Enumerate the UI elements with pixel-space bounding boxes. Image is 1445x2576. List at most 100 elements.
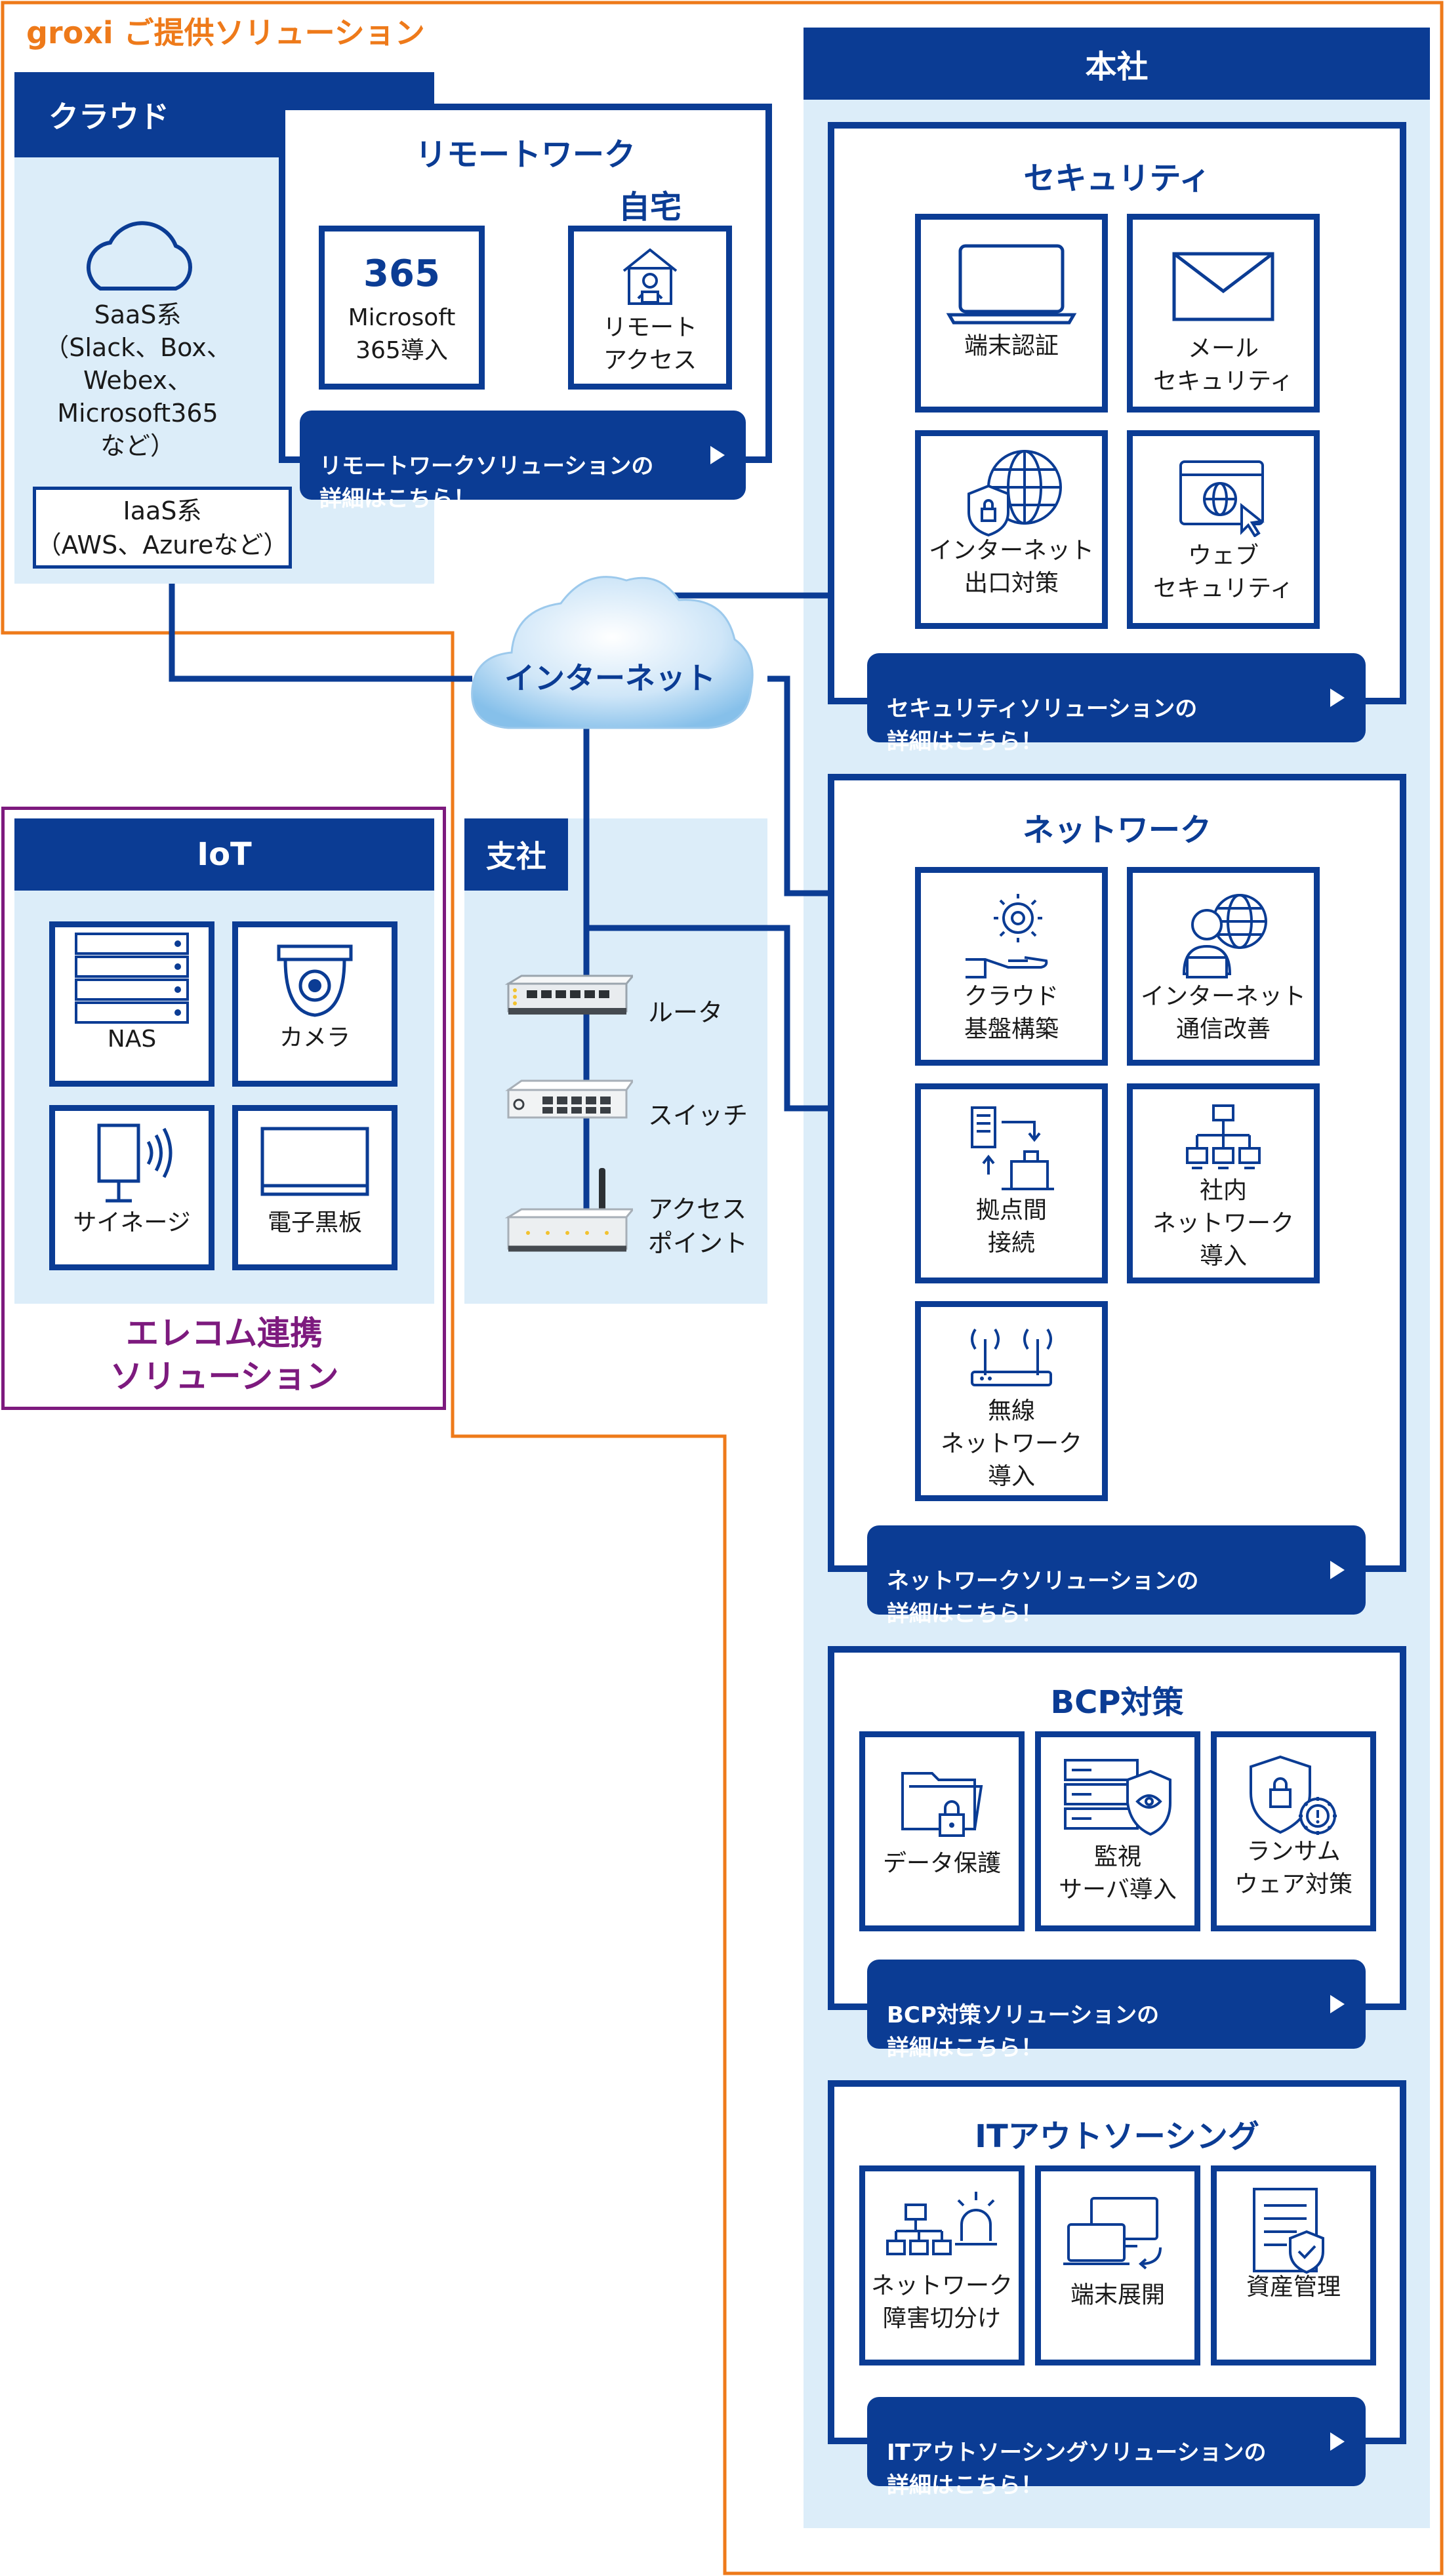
iot-label-signage: サイネージ [73,1209,191,1236]
elecom-label: エレコム連携 ソリューション [110,1314,339,1396]
security-tile-internet-exit[interactable]: インターネット 出口対策 [915,430,1108,629]
security-label-web: ウェブ セキュリティ [1153,542,1293,602]
network-label-inter-site: 拠点間 接続 [975,1197,1047,1257]
internet-label: インターネット [504,660,716,696]
itout-link[interactable]: ITアウトソーシングソリューションの 詳細はこちら！ [867,2397,1366,2499]
switch-label: スイッチ [648,1101,748,1130]
laptop-icon [946,244,1077,325]
device-deploy-icon [1063,2197,1162,2270]
groxi-label: groxi ご提供ソリューション [26,15,425,50]
access-point-icon [504,1168,633,1252]
security-title: セキュリティ [1023,160,1211,197]
mail-icon [1172,252,1274,321]
security-tile-mail[interactable]: メール セキュリティ [1127,214,1320,413]
security-tile-web[interactable]: ウェブ セキュリティ [1127,430,1320,629]
arrow-right-icon [1330,1995,1345,2013]
iot-boundary [1,807,446,1410]
router-label: ルータ [648,998,723,1027]
iot-nas-tile[interactable]: NAS [49,921,214,1087]
remote-access-tile[interactable]: リモート アクセス [568,226,732,390]
itout-link-text: ITアウトソーシングソリューションの 詳細はこちら！ [887,2440,1267,2499]
shield-gear-icon [1250,1755,1337,1835]
itout-title: ITアウトソーシング [975,2118,1259,2155]
m365-number: 365 [363,252,440,295]
network-tile-wireless[interactable]: 無線 ネットワーク 導入 [915,1301,1108,1501]
bcp-link[interactable]: BCP対策ソリューションの 詳細はこちら！ [867,1960,1366,2061]
network-label-lan: 社内 ネットワーク 導入 [1152,1177,1294,1270]
hq-header: 本社 [804,28,1430,100]
itout-tile-asset[interactable]: 資産管理 [1211,2165,1376,2365]
m365-tile[interactable]: 365 Microsoft 365導入 [319,226,485,390]
camera-icon [277,944,353,1017]
network-tree-icon [1186,1104,1261,1169]
nas-icon [75,933,189,1024]
server-eye-icon [1064,1759,1171,1836]
network-link[interactable]: ネットワークソリューションの 詳細はこちら！ [867,1525,1366,1627]
network-label-wireless: 無線 ネットワーク 導入 [940,1398,1082,1490]
internet-user-icon [1182,894,1267,978]
signage-icon [97,1123,173,1203]
itout-label-asset: 資産管理 [1246,2274,1341,2301]
remote-work-link-text: リモートワークソリューションの 詳細はこちら！ [319,453,654,512]
branch-header: 支社 [464,818,568,891]
remote-work-title: リモートワーク [415,136,636,173]
arrow-right-icon [710,446,725,464]
iot-camera-tile[interactable]: カメラ [232,921,397,1087]
itout-label-fault: ネットワーク 障害切分け [870,2272,1013,2332]
wifi-router-icon [971,1328,1052,1386]
internet-cloud-icon [471,576,754,729]
network-tile-inter-site[interactable]: 拠点間 接続 [915,1083,1108,1283]
access-point-label: アクセス ポイント [648,1195,748,1258]
network-tile-internet-improve[interactable]: インターネット 通信改善 [1127,867,1320,1066]
itout-tile-deploy[interactable]: 端末展開 [1035,2165,1200,2365]
iot-whiteboard-tile[interactable]: 電子黒板 [232,1105,397,1270]
remote-access-label: リモート アクセス [602,314,697,374]
switch-icon [505,1079,633,1119]
home-label: 自宅 [618,189,682,226]
network-tile-lan[interactable]: 社内 ネットワーク 導入 [1127,1083,1320,1283]
remote-access-icon [622,248,678,305]
bcp-tile-data-protect[interactable]: データ保護 [859,1731,1025,1931]
security-label-internet-exit: インターネット 出口対策 [928,537,1094,597]
folder-lock-icon [901,1772,983,1837]
network-link-text: ネットワークソリューションの 詳細はこちら！ [887,1568,1199,1627]
security-label-device-auth: 端末認証 [964,332,1059,359]
iot-label-nas: NAS [107,1026,157,1053]
bcp-label-ransom: ランサム ウェア対策 [1234,1838,1353,1898]
bcp-tile-ransom[interactable]: ランサム ウェア対策 [1211,1731,1376,1931]
network-title: ネットワーク [1022,812,1211,849]
iot-label-whiteboard: 電子黒板 [267,1209,362,1236]
network-label-cloud-infra: クラウド 基盤構築 [964,983,1059,1043]
bcp-label-monitor: 監視 サーバ導入 [1059,1843,1177,1903]
iot-header: IoT [14,818,434,891]
network-tile-cloud-infra[interactable]: クラウド 基盤構築 [915,867,1108,1066]
iaas-box: IaaS系 （AWS、Azureなど） [33,487,292,569]
bcp-label-data-protect: データ保護 [882,1850,1001,1877]
inter-site-icon [971,1106,1054,1190]
m365-label: Microsoft 365導入 [348,304,456,364]
cloud-infra-icon [966,894,1048,978]
bcp-title: BCP対策 [1050,1684,1184,1721]
security-link[interactable]: セキュリティソリューションの 詳細はこちら！ [867,653,1366,755]
security-link-text: セキュリティソリューションの 詳細はこちら！ [887,696,1198,755]
remote-work-link[interactable]: リモートワークソリューションの 詳細はこちら！ [300,411,746,512]
network-alert-icon [886,2192,997,2255]
globe-shield-icon [967,450,1062,537]
arrow-right-icon [1330,2432,1345,2451]
web-security-icon [1179,460,1265,537]
iot-label-camera: カメラ [279,1024,350,1051]
itout-tile-fault[interactable]: ネットワーク 障害切分け [859,2165,1025,2365]
document-check-icon [1253,2188,1324,2274]
security-label-mail: メール セキュリティ [1153,335,1293,395]
bcp-tile-monitor[interactable]: 監視 サーバ導入 [1035,1731,1200,1931]
bcp-link-text: BCP対策ソリューションの 詳細はこちら！ [887,2002,1160,2061]
cloud-icon [86,221,192,291]
arrow-right-icon [1330,689,1345,707]
security-tile-device-auth[interactable]: 端末認証 [915,214,1108,413]
network-label-internet-improve: インターネット 通信改善 [1140,983,1306,1043]
iot-signage-tile[interactable]: サイネージ [49,1105,214,1270]
saas-label: SaaS系 （Slack、Box、 Webex、 Microsoft365 など… [44,300,232,460]
arrow-right-icon [1330,1561,1345,1579]
itout-label-deploy: 端末展開 [1070,2282,1165,2308]
